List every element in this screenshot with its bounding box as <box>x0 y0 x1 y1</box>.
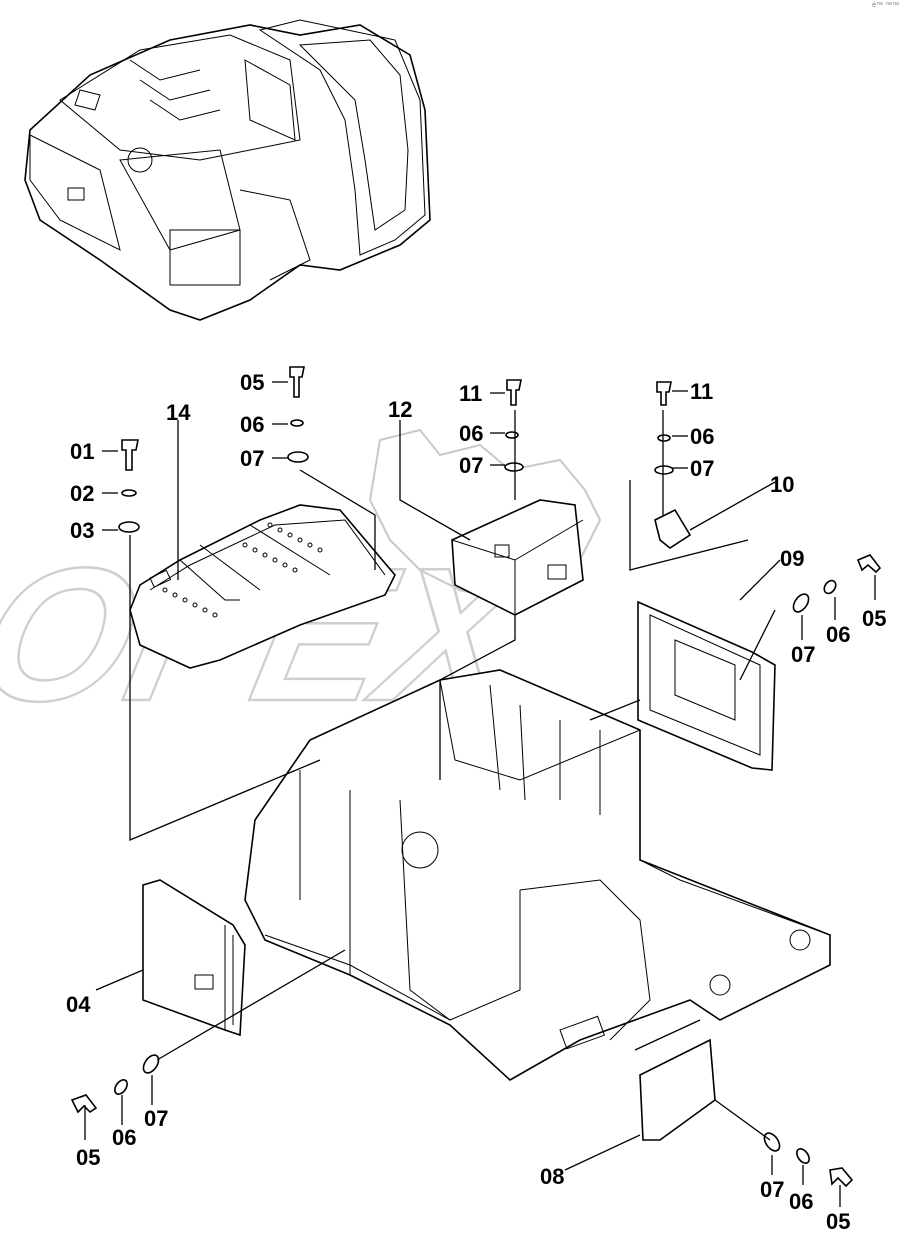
callout-06: 06 <box>789 1189 813 1214</box>
box-cover-part <box>451 499 584 616</box>
callout-04: 04 <box>66 992 91 1017</box>
rear-cover-part <box>639 1038 716 1141</box>
callout-labels: 01 02 03 14 05 06 07 12 11 06 07 11 06 0… <box>66 370 886 1234</box>
callout-10: 10 <box>770 472 794 497</box>
callout-05: 05 <box>76 1145 100 1170</box>
callout-06: 06 <box>240 412 264 437</box>
callout-01: 01 <box>70 439 94 464</box>
callout-07: 07 <box>791 642 815 667</box>
callout-05: 05 <box>826 1209 850 1234</box>
callout-07: 07 <box>760 1177 784 1202</box>
callout-05: 05 <box>862 606 886 631</box>
callout-06: 06 <box>826 622 850 647</box>
engine-hood-part <box>129 504 396 669</box>
callout-06: 06 <box>690 424 714 449</box>
callout-11: 11 <box>459 381 482 406</box>
callout-02: 02 <box>70 481 94 506</box>
callout-14: 14 <box>166 400 191 425</box>
callout-11: 11 <box>690 379 713 404</box>
callout-07: 07 <box>459 453 483 478</box>
side-door-part <box>142 879 246 1037</box>
corner-mark: é™ ™™ <box>872 2 899 9</box>
callout-06: 06 <box>112 1125 136 1150</box>
leader-lines <box>84 381 876 1207</box>
assembled-machine-view <box>24 19 431 321</box>
callout-07: 07 <box>240 446 264 471</box>
callout-03: 03 <box>70 518 94 543</box>
callout-06: 06 <box>459 421 483 446</box>
callout-09: 09 <box>780 546 804 571</box>
callout-07: 07 <box>690 456 714 481</box>
side-grille-panel-part <box>637 600 776 771</box>
bracket-part <box>654 508 692 549</box>
callout-07: 07 <box>144 1106 168 1131</box>
callout-08: 08 <box>540 1164 564 1189</box>
callout-05: 05 <box>240 370 264 395</box>
callout-12: 12 <box>388 397 412 422</box>
